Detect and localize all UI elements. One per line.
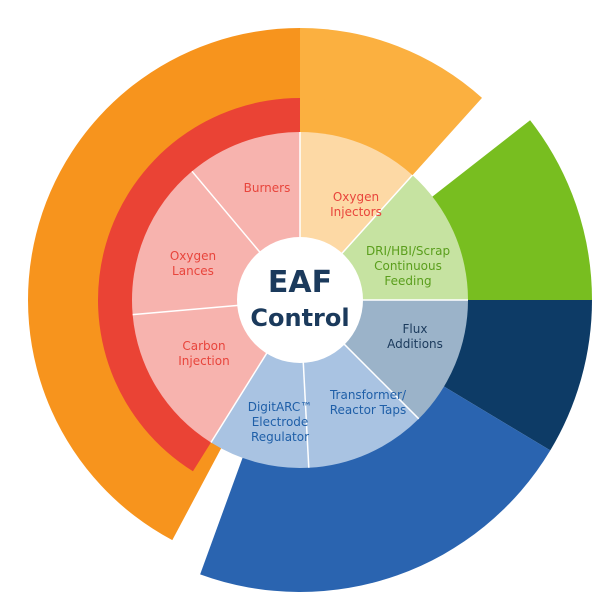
- segment-divider: [302, 361, 310, 468]
- center-title-line1: EAF: [268, 265, 332, 300]
- label-line: Flux: [403, 322, 428, 336]
- label-line: DRI/HBI/Scrap: [366, 244, 450, 258]
- label-line: Oxygen: [333, 190, 379, 204]
- segment-divider: [210, 352, 268, 443]
- segment-divider: [340, 174, 413, 255]
- label-burners: Burners: [244, 181, 291, 195]
- label-line: Injectors: [330, 205, 382, 219]
- divider-lines-layer: [132, 132, 468, 468]
- label-line: Reactor Taps: [330, 403, 407, 417]
- label-line: Burners: [244, 181, 291, 195]
- label-line: Feeding: [384, 274, 431, 288]
- label-line: Continuous: [374, 259, 442, 273]
- label-line: Carbon: [182, 339, 225, 353]
- center-title-line2: Control: [250, 304, 349, 332]
- label-line: Lances: [172, 264, 214, 278]
- label-line: Regulator: [251, 430, 309, 444]
- label-line: DigitARC™: [248, 400, 313, 414]
- segment-divider: [343, 343, 420, 420]
- label-transformer: Transformer/Reactor Taps: [329, 388, 407, 417]
- label-line: Electrode: [252, 415, 309, 429]
- label-line: Transformer/: [329, 388, 407, 402]
- label-line: Additions: [387, 337, 443, 351]
- center-hub: [237, 237, 363, 363]
- label-line: Injection: [178, 354, 229, 368]
- segment-divider: [132, 304, 239, 316]
- segment-divider: [191, 170, 261, 253]
- label-line: Oxygen: [170, 249, 216, 263]
